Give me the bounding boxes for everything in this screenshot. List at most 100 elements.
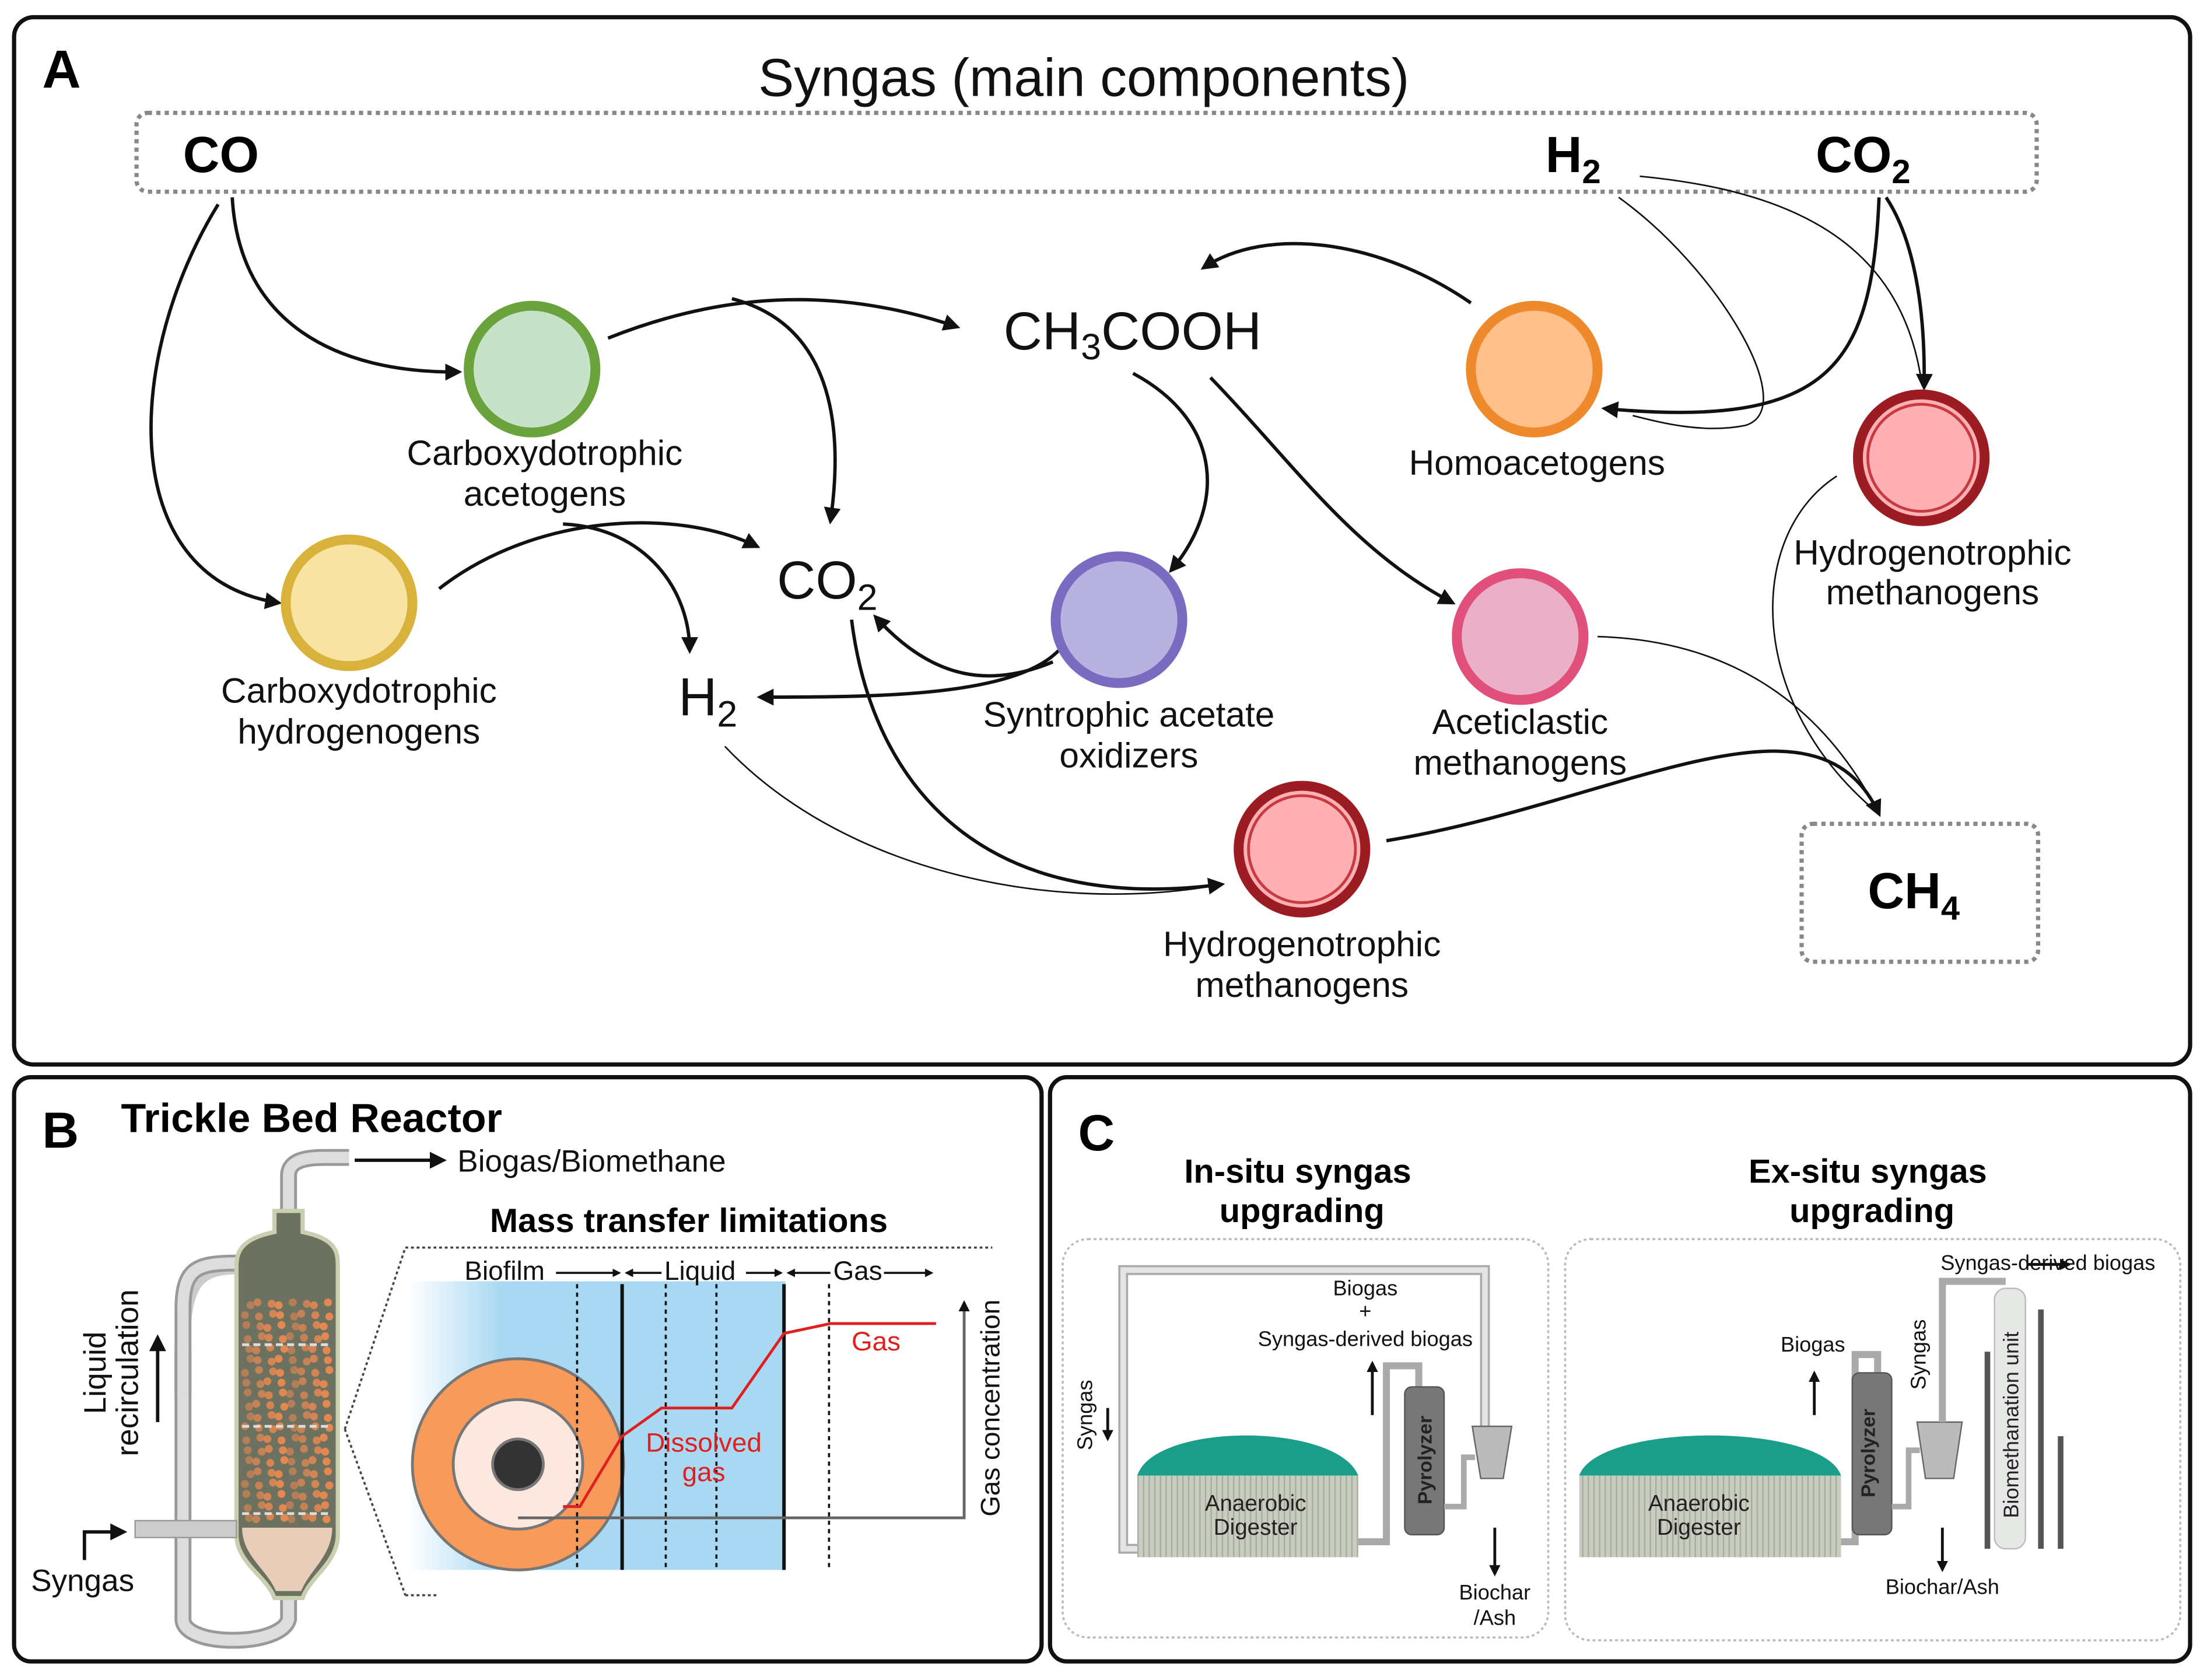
packing-bead [310, 1412, 318, 1420]
pyrolyzer [1851, 1372, 1893, 1536]
organism-hydrogenotrophic-methanogens-bottom: Hydrogenotrophic methanogens [1163, 780, 1441, 1005]
carrier-core [491, 1437, 545, 1492]
pyrolyzer-label: Pyrolyzer [1414, 1416, 1436, 1504]
cell-icon [464, 300, 601, 438]
packing-bead [277, 1321, 286, 1329]
packing-bead [252, 1515, 260, 1524]
packing-bead [252, 1346, 260, 1354]
packing-bead [308, 1456, 317, 1464]
panel-c-label: C [1078, 1105, 1115, 1161]
packing-bead [287, 1457, 296, 1466]
biomethanation-unit [1994, 1287, 2026, 1550]
arrow-h2-to-methanogens [1640, 175, 1922, 381]
pyrolyzer [1404, 1386, 1445, 1536]
packing-bead [297, 1478, 306, 1487]
packing-bead [324, 1467, 332, 1476]
packing-bead [299, 1324, 307, 1332]
packing-bead [246, 1470, 255, 1478]
packing-bead [253, 1413, 262, 1422]
packing-bead [320, 1380, 328, 1388]
arrow-h2-to-bottom-methanogens [724, 746, 1222, 895]
packing-bead [325, 1481, 334, 1490]
h2-intermediate: H2 [678, 667, 737, 734]
arrow-co2-to-methanogens [1884, 196, 1933, 391]
packing-bead [256, 1322, 265, 1331]
packing-bead [280, 1514, 289, 1522]
digester-label: Anaerobic [1205, 1491, 1306, 1516]
panel-b-title: Trickle Bed Reactor [121, 1096, 502, 1141]
packing-bead [320, 1491, 328, 1500]
organism-syntrophic-acetate-oxidizers: Syntrophic acetate oxidizers [983, 551, 1274, 775]
packing-bead [242, 1378, 251, 1387]
cyclone-separator [1916, 1421, 1963, 1479]
ex-situ-title: upgrading [1789, 1192, 1954, 1230]
anaerobic-digester [1137, 1475, 1358, 1558]
packing-bead [256, 1491, 265, 1500]
packing-bead [287, 1515, 296, 1524]
packing-bead [268, 1300, 276, 1308]
packing-bead [243, 1504, 252, 1512]
packing-bead [263, 1324, 272, 1332]
packing-bead [303, 1357, 311, 1366]
arrow-hydrogenogens-to-h2 [563, 522, 698, 654]
arrow-acetate-to-syntrophs [1132, 372, 1209, 573]
syngas-co2: CO2 [1816, 127, 1911, 191]
packing-bead [255, 1366, 263, 1374]
packing-bead [310, 1354, 318, 1363]
packing-bead [286, 1332, 294, 1340]
packing-bead [242, 1490, 251, 1498]
packing-bead [290, 1366, 299, 1374]
packing-bead [279, 1388, 287, 1396]
packing-bead [276, 1480, 284, 1488]
packing-bead [265, 1391, 273, 1399]
gas-out-label: + [1359, 1298, 1371, 1322]
gas-out-label: Syngas-derived biogas [1940, 1251, 2155, 1275]
ex-situ-title: Ex-situ syngas [1749, 1153, 1987, 1191]
pyrolyzer-label: Pyrolyzer [1857, 1409, 1879, 1497]
arrow-acetogens-to-acetate [607, 298, 961, 340]
packing-bead [258, 1501, 266, 1510]
packing-bead [321, 1332, 330, 1340]
packing-bead [290, 1481, 299, 1490]
packing-bead [311, 1368, 320, 1377]
arrow-co2-to-homoacetogens [1601, 197, 1881, 418]
zone-boundaries [576, 1284, 831, 1570]
methane-box [1799, 821, 2041, 964]
packing-bead [299, 1493, 307, 1501]
packing-bead [325, 1366, 334, 1374]
panel-a-label: A [42, 40, 80, 99]
packing-bead [241, 1368, 249, 1377]
concentration-axis [518, 1300, 970, 1520]
packing-bead [258, 1390, 266, 1398]
packing-bead [265, 1502, 273, 1511]
packing-bead [268, 1469, 276, 1477]
cell-icon [1466, 300, 1603, 438]
packing-bead [277, 1378, 286, 1387]
packing-bead [252, 1457, 260, 1466]
packing-bead [321, 1501, 330, 1510]
cell-icon [1234, 780, 1371, 918]
packing-bead [308, 1345, 317, 1353]
packing-bead [256, 1433, 265, 1442]
biogas-out-label: Biogas/Biomethane [457, 1144, 726, 1178]
packing-bead [313, 1378, 321, 1387]
packing-bead [268, 1357, 276, 1366]
packing-bead [311, 1480, 320, 1488]
organism-carboxydotrophic-acetogens: Carboxydotrophic acetogens [407, 300, 682, 513]
packing-bead [242, 1321, 251, 1329]
panel-c: C In-situ syngas upgrading Syngas Anaero… [1048, 1075, 2192, 1664]
packing-bead [245, 1456, 253, 1464]
packing-bead [276, 1311, 284, 1320]
packing-bead [310, 1301, 318, 1310]
organism-aceticlastic-methanogens: Aceticlastic methanogens [1414, 568, 1627, 782]
gas-out-label: Syngas-derived biogas [1258, 1327, 1473, 1351]
packing-bead [320, 1322, 328, 1331]
packing-bead [314, 1446, 323, 1454]
cell-icon [281, 534, 418, 671]
packing-bead [275, 1301, 283, 1310]
packing-bead [313, 1321, 321, 1329]
packing-bead [324, 1356, 332, 1364]
arrow-homoacetogens-to-acetate [1200, 242, 1472, 304]
packing-bead [268, 1411, 276, 1419]
